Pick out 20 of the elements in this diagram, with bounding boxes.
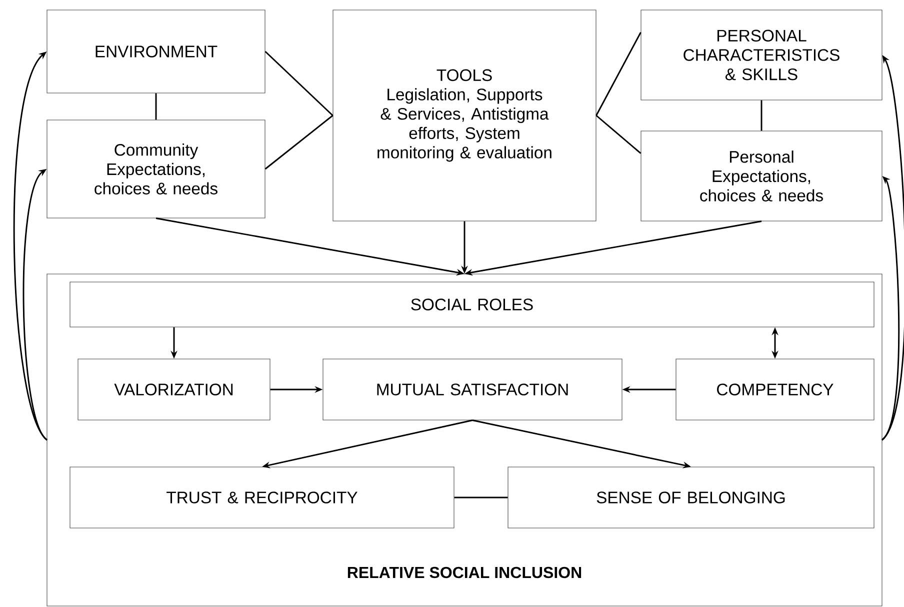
connector-line <box>264 50 334 116</box>
connector-line <box>596 114 642 154</box>
box: TOOLS Legislation, Supports & Services, Antistigma efforts, System monitoring & evaluation <box>332 10 596 222</box>
box: MUTUAL SATISFACTION <box>322 358 622 420</box>
connector-line <box>596 32 642 116</box>
box: SENSE OF BELONGING <box>508 466 874 528</box>
box: TRUST & RECIPROCITY <box>70 466 454 528</box>
box: VALORIZATION <box>78 358 270 420</box>
box: SOCIAL ROLES <box>70 282 874 328</box>
connector-line <box>760 100 762 131</box>
connector-line <box>264 114 334 170</box>
box: COMPETENCY <box>676 358 874 420</box>
box: Personal Expectations, choices & needs <box>640 130 882 222</box>
arrow <box>14 52 48 440</box>
box: PERSONAL CHARACTERISTICS & SKILLS <box>640 10 882 100</box>
arrow <box>22 169 48 440</box>
connector-line <box>454 496 508 498</box>
box: ENVIRONMENT <box>46 10 266 94</box>
box: Community Expectations, choices & needs <box>46 120 266 218</box>
connector-line <box>155 93 157 120</box>
